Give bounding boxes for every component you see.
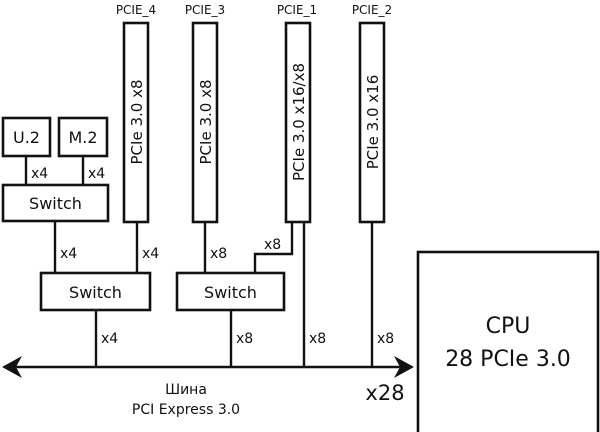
slot-pcie3-spec: PCIe 3.0 x8 [197,80,215,165]
label-pcie2-bus-width: x8 [377,331,394,347]
arrow-right-icon [394,356,414,378]
slot-header-pcie4: PCIE_4 [116,3,156,17]
switch-storage-box [1,183,110,223]
label-right-switch-bus-width: x8 [236,331,253,347]
slot-pcie4: PCIe 3.0 x8 [122,21,150,224]
switch-left-box [39,271,152,312]
bus-label-line1: Шина [165,382,207,398]
label-pcie4-width: x4 [142,246,159,262]
slot-pcie2-box [358,21,386,224]
slot-header-pcie1: PCIE_1 [277,3,317,17]
slot-pcie1-spec: PCIe 3.0 x16/x8 [290,63,308,181]
label-pcie1-bus-width: x8 [309,331,326,347]
bus-label-line2: PCI Express 3.0 [132,402,240,418]
cpu: CPU 28 PCIe 3.0 [416,250,600,432]
link-pcie1-right-switch [253,222,294,273]
switch-right-label: Switch [204,283,257,302]
switch-left: Switch [39,271,152,312]
slot-pcie2-spec: PCIe 3.0 x16 [364,75,382,170]
cpu-title: CPU [486,314,531,339]
switch-storage: Switch [1,183,110,223]
label-storage-switch-width: x4 [60,246,77,262]
bus-total-width: x28 [365,381,404,405]
device-m2-label: M.2 [68,128,97,147]
slot-pcie1: PCIe 3.0 x16/x8 [284,21,312,224]
device-u2-label: U.2 [13,128,40,147]
arrow-left-icon [2,356,22,378]
device-u2: U.2 [1,116,52,158]
label-pcie1-switch-width: x8 [264,237,281,253]
cpu-box [416,250,600,432]
slot-pcie4-spec: PCIe 3.0 x8 [128,80,146,165]
switch-storage-label: Switch [29,194,82,213]
slot-header-pcie2: PCIE_2 [352,3,392,17]
device-m2-box [57,116,109,158]
slot-header-pcie3: PCIE_3 [185,3,225,17]
label-left-switch-bus-width: x4 [101,331,118,347]
switch-left-label: Switch [69,283,122,302]
slot-pcie1-box [284,21,312,224]
label-pcie3-width: x8 [210,246,227,262]
label-m2-width: x4 [88,166,105,182]
slot-pcie3: PCIe 3.0 x8 [191,21,219,224]
slot-pcie2: PCIe 3.0 x16 [358,21,386,224]
cpu-subtitle: 28 PCIe 3.0 [445,347,571,372]
switch-right: Switch [175,271,286,312]
pcie-bus [2,356,414,378]
device-m2: M.2 [57,116,109,158]
switch-right-box [175,271,286,312]
label-u2-width: x4 [31,166,48,182]
